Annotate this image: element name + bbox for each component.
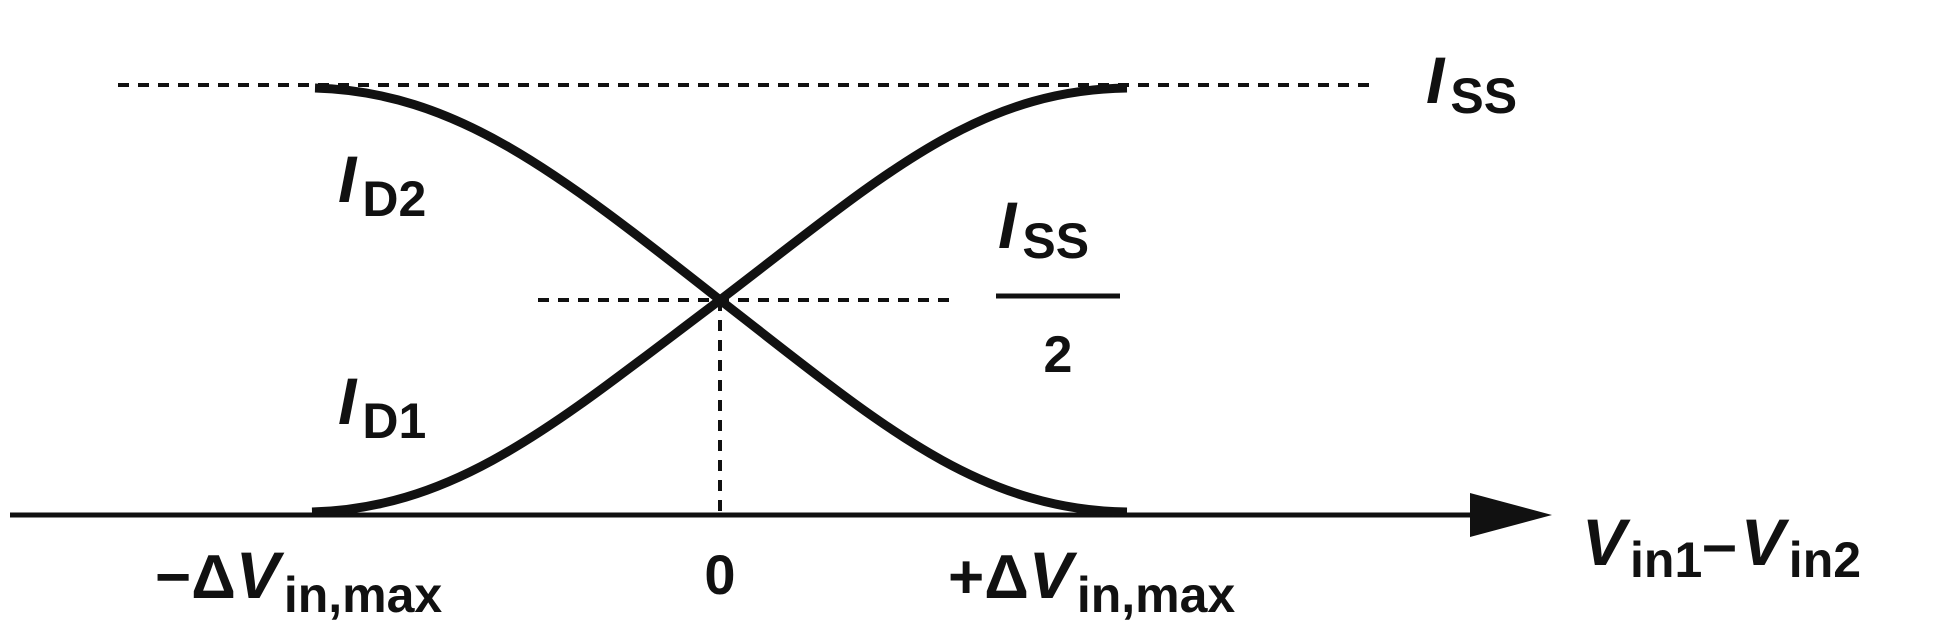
tick-label-zero: 0 <box>704 543 735 606</box>
iss-label-sub: SS <box>1450 68 1517 124</box>
id1-label-main: I <box>338 364 358 438</box>
half-iss-denominator: 2 <box>1044 326 1073 384</box>
id1-curve <box>311 83 1128 517</box>
tick-pos-main: V <box>1029 538 1078 612</box>
x-axis-title: Vin1–Vin2 <box>1582 505 1861 588</box>
id2-label-main: I <box>338 142 358 216</box>
x-axis-v2: V <box>1741 505 1790 579</box>
half-iss-sub: SS <box>1022 213 1089 269</box>
tick-pos-sub: in,max <box>1077 567 1236 623</box>
tick-neg-prefix: −Δ <box>155 543 236 612</box>
iss-label-main: I <box>1426 43 1446 117</box>
id2-label-sub: D2 <box>362 171 426 227</box>
id1-label-sub: D1 <box>362 393 426 449</box>
x-axis-v1: V <box>1582 505 1631 579</box>
x-axis-arrowhead <box>1470 493 1552 537</box>
half-iss-main: I <box>998 188 1018 262</box>
tick-neg-sub: in,max <box>284 567 443 623</box>
x-axis-v2-sub: in2 <box>1789 532 1861 588</box>
tick-label-negative: −ΔVin,max <box>155 538 442 623</box>
tick-pos-prefix: +Δ <box>948 543 1029 612</box>
tick-label-positive: +ΔVin,max <box>948 538 1235 623</box>
x-axis-minus: – <box>1702 510 1736 579</box>
x-axis-v1-sub: in1 <box>1630 532 1702 588</box>
tick-neg-main: V <box>236 538 285 612</box>
